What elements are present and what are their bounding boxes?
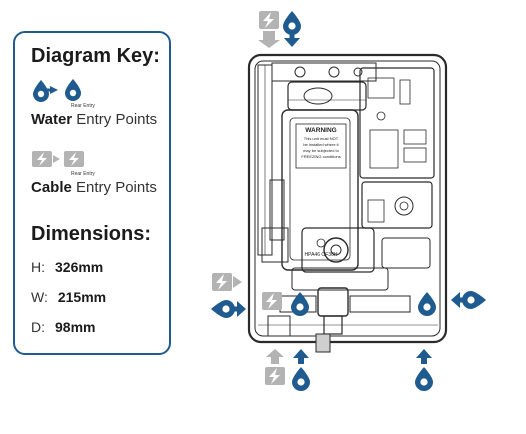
cable-entry-rest: Entry Points: [76, 179, 157, 196]
dimensions-title: Dimensions:: [31, 223, 152, 245]
rear-water-entry-icon: [418, 292, 436, 316]
warning-line: WARNING: [305, 127, 336, 134]
water-drop-arrow-icon: [33, 80, 58, 102]
lightning-arrow-icon: [32, 151, 60, 167]
cable-rear-entry-label: Rear Entry: [71, 171, 95, 177]
dimension-width: W: 215mm: [31, 289, 106, 305]
dimension-value: 98mm: [55, 319, 96, 335]
warning-label: WARNING This unit must NOT be installed …: [295, 123, 347, 169]
water-entry-strong: Water: [31, 111, 73, 128]
bottom-water-entry-icon: [292, 349, 310, 391]
water-drop-rear-icon: [65, 79, 81, 101]
cable-entry-label: Cable Entry Points: [31, 179, 157, 196]
dimension-label: H:: [31, 259, 45, 275]
water-entry-label: Water Entry Points: [31, 111, 157, 128]
diagram-key-panel: Diagram Key: Rear Entry Water Entry Poin…: [13, 31, 171, 355]
lightning-rear-icon: [64, 151, 84, 167]
top-water-entry-icon: [283, 11, 301, 47]
top-cable-entry-icon: [258, 11, 280, 48]
unit-casing: [247, 53, 448, 353]
warning-line: be installed where it: [303, 142, 339, 147]
dimension-label: W:: [31, 289, 48, 305]
left-water-entry-icon: [211, 300, 246, 318]
dimension-value: 326mm: [55, 259, 104, 275]
model-label: HPA46 OF30H: [305, 252, 338, 258]
dimension-value: 215mm: [57, 289, 107, 305]
water-entry-rest: Entry Points: [76, 111, 158, 128]
power-symbol-icon: [316, 238, 326, 248]
dimension-depth: D: 98mm: [31, 319, 95, 335]
dimension-label: D:: [31, 319, 45, 335]
bottom-water-entry-icon: [415, 349, 433, 391]
rear-cable-entry-icon: [262, 292, 282, 310]
warning-line: may be subjected to: [303, 148, 340, 153]
warning-line: FREEZING conditions: [301, 154, 340, 159]
cable-key-icons: [32, 151, 84, 167]
cable-entry-strong: Cable: [31, 179, 72, 196]
warning-line: This unit must NOT: [304, 136, 339, 141]
right-water-entry-icon: [451, 291, 486, 309]
water-rear-entry-label: Rear Entry: [71, 103, 95, 109]
bottom-cable-entry-icon: [265, 349, 285, 385]
water-key-icons: [33, 79, 81, 102]
left-cable-entry-icon: [212, 273, 242, 291]
dimension-height: H: 326mm: [31, 259, 103, 275]
key-title: Diagram Key:: [31, 45, 160, 67]
